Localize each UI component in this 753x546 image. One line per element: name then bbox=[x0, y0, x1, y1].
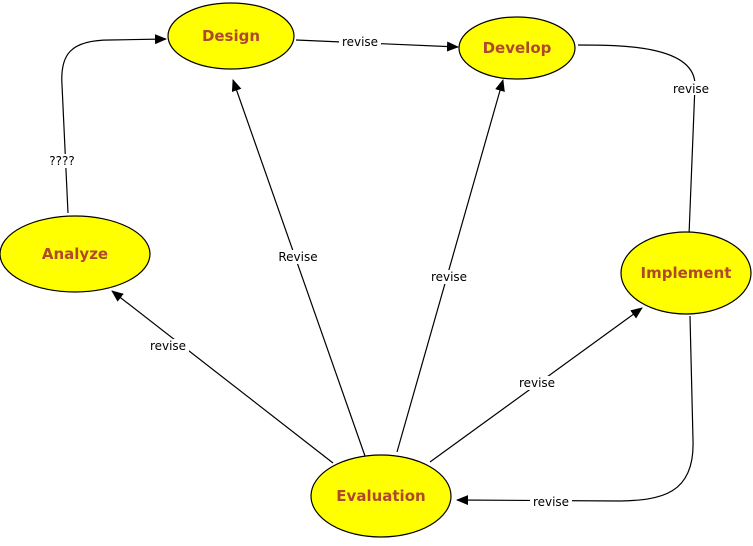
svg-text:revise: revise bbox=[519, 376, 555, 390]
edge-label-evaluation-analyze: revise bbox=[147, 339, 189, 353]
node-implement-label: Implement bbox=[641, 264, 732, 282]
edge-label-implement-evaluation: revise bbox=[530, 494, 572, 509]
svg-text:????: ???? bbox=[49, 154, 74, 168]
edge-evaluation-design bbox=[231, 79, 366, 457]
edge-label-evaluation-develop: revise bbox=[428, 270, 470, 284]
edge-label-design-develop: revise bbox=[339, 35, 381, 49]
node-develop-label: Develop bbox=[483, 39, 552, 57]
edge-label-develop-implement: revise bbox=[670, 81, 712, 96]
svg-text:revise: revise bbox=[150, 339, 186, 353]
edge-analyze-design bbox=[61, 34, 167, 214]
svg-text:Revise: Revise bbox=[278, 250, 317, 264]
edge-label-evaluation-implement: revise bbox=[516, 376, 558, 390]
edge-labels: revise revise ???? Revise revise revise … bbox=[46, 35, 712, 509]
node-evaluation[interactable]: Evaluation bbox=[310, 454, 452, 538]
edge-evaluation-develop bbox=[396, 79, 505, 453]
node-implement[interactable]: Implement bbox=[620, 231, 752, 315]
node-design[interactable]: Design bbox=[167, 2, 295, 70]
svg-text:revise: revise bbox=[342, 35, 378, 49]
edge-implement-evaluation bbox=[456, 315, 694, 506]
node-develop[interactable]: Develop bbox=[458, 16, 576, 80]
svg-text:revise: revise bbox=[431, 270, 467, 284]
edge-label-analyze-design: ???? bbox=[46, 154, 78, 168]
node-design-label: Design bbox=[202, 27, 260, 45]
node-analyze[interactable]: Analyze bbox=[0, 215, 151, 293]
node-evaluation-label: Evaluation bbox=[336, 487, 425, 505]
edge-develop-implement bbox=[577, 44, 696, 236]
edge-label-evaluation-design: Revise bbox=[275, 250, 321, 264]
svg-text:revise: revise bbox=[673, 82, 709, 96]
edges bbox=[61, 34, 696, 506]
svg-text:revise: revise bbox=[533, 495, 569, 509]
node-analyze-label: Analyze bbox=[42, 245, 108, 263]
edge-evaluation-analyze bbox=[111, 290, 334, 464]
